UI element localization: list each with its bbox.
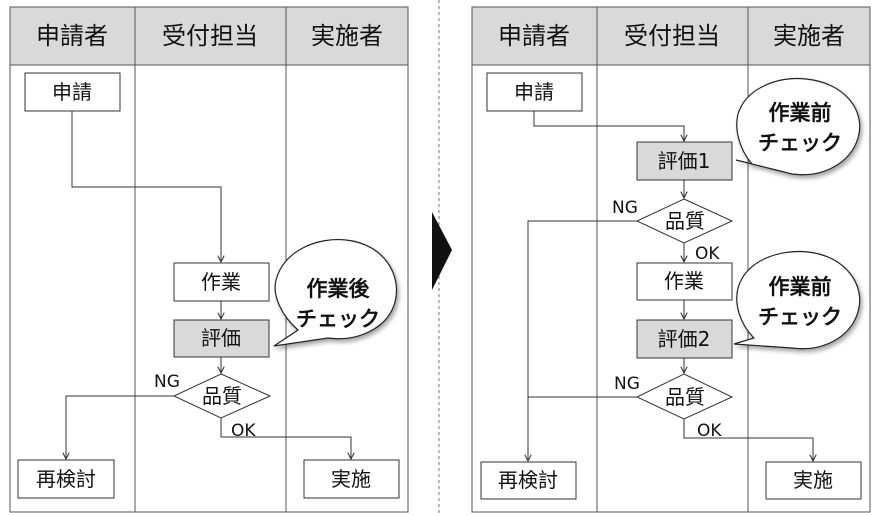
right-box-reconsider: [480, 461, 577, 500]
right-arrow-ok2-to-execute: [683, 419, 813, 461]
left-arrow-apply-to-work: [71, 111, 221, 262]
right-decision-quality1: [635, 198, 734, 244]
left-label-ok: OK: [231, 421, 256, 441]
right-lane-applicant: 申請者: [498, 22, 570, 50]
right-box-work-label: 作業: [664, 269, 704, 293]
right-callout-1-bubble: [735, 77, 861, 176]
left-lane-applicant: 申請者: [36, 22, 108, 50]
left-box-evaluate-label: 評価: [201, 326, 241, 350]
left-box-execute-label: 実施: [331, 467, 371, 491]
right-callout-2-line1: 作業前: [769, 275, 832, 299]
left-decision-quality-label: 品質: [202, 384, 242, 408]
right-label-ok1: OK: [695, 244, 720, 264]
left-callout-bubble: [273, 238, 397, 347]
left-box-work: [173, 262, 270, 302]
left-box-apply: [24, 72, 121, 112]
right-decision-quality1-label: 品質: [665, 209, 705, 233]
right-box-apply: [486, 72, 583, 112]
right-callout-1: 作業前 チェック: [735, 77, 861, 176]
left-arrow-ng-to-reconsider: [66, 395, 174, 459]
right-callout-2: 作業前 チェック: [733, 250, 861, 350]
right-label-ng2: NG: [614, 374, 640, 394]
right-lane-reception: 受付担当: [624, 22, 720, 50]
right-connectors: [528, 111, 813, 461]
left-box-apply-label: 申請: [52, 80, 92, 104]
right-box-work: [636, 262, 733, 301]
right-decision-quality2-label: 品質: [665, 385, 705, 409]
right-lane-executor: 実施者: [773, 22, 845, 50]
right-callout-2-line2: チェック: [758, 305, 842, 329]
left-label-ng: NG: [154, 372, 180, 392]
right-box-evaluate2: [636, 319, 733, 359]
left-arrow-ok-to-execute: [220, 418, 351, 459]
right-header-bar: [471, 6, 871, 66]
right-box-execute: [765, 461, 862, 500]
transition-arrow-icon: [432, 212, 452, 290]
left-header-bar: [9, 6, 409, 66]
right-decision-quality2: [635, 373, 734, 420]
left-callout-line2: チェック: [296, 307, 380, 331]
left-callout-line1: 作業後: [307, 277, 371, 301]
left-callout: 作業後 チェック: [273, 238, 397, 347]
right-label-ok2: OK: [697, 421, 722, 441]
right-box-evaluate2-label: 評価2: [658, 327, 711, 351]
right-label-ng1: NG: [612, 198, 638, 218]
right-callout-1-line2: チェック: [758, 131, 842, 155]
right-panel: 申請者 受付担当 実施者 申請 評価1 品質 NG OK 作業 評価2 品質 N…: [471, 6, 871, 513]
right-arrow-ng1-to-reconsider: [528, 220, 637, 461]
left-lane-executor: 実施者: [311, 22, 383, 50]
left-box-reconsider-label: 再検討: [36, 467, 96, 491]
right-box-reconsider-label: 再検討: [498, 468, 558, 492]
left-box-evaluate: [173, 319, 270, 358]
right-box-execute-label: 実施: [793, 468, 833, 492]
right-callout-2-bubble: [733, 250, 861, 350]
left-box-execute: [303, 459, 400, 499]
left-panel: 申請者 受付担当 実施者 申請 作業 評価 品質 NG OK 再検討 実施 作業…: [9, 6, 409, 513]
left-box-work-label: 作業: [201, 270, 241, 294]
right-arrow-apply-to-evaluate1: [533, 111, 684, 141]
left-connectors: [66, 111, 351, 459]
right-box-evaluate1: [636, 141, 733, 181]
right-box-apply-label: 申請: [514, 80, 554, 104]
left-lane-reception: 受付担当: [162, 22, 258, 50]
left-decision-quality: [172, 373, 272, 419]
left-box-reconsider: [17, 459, 115, 499]
right-callout-1-line1: 作業前: [769, 101, 832, 125]
right-box-evaluate1-label: 評価1: [658, 149, 711, 173]
